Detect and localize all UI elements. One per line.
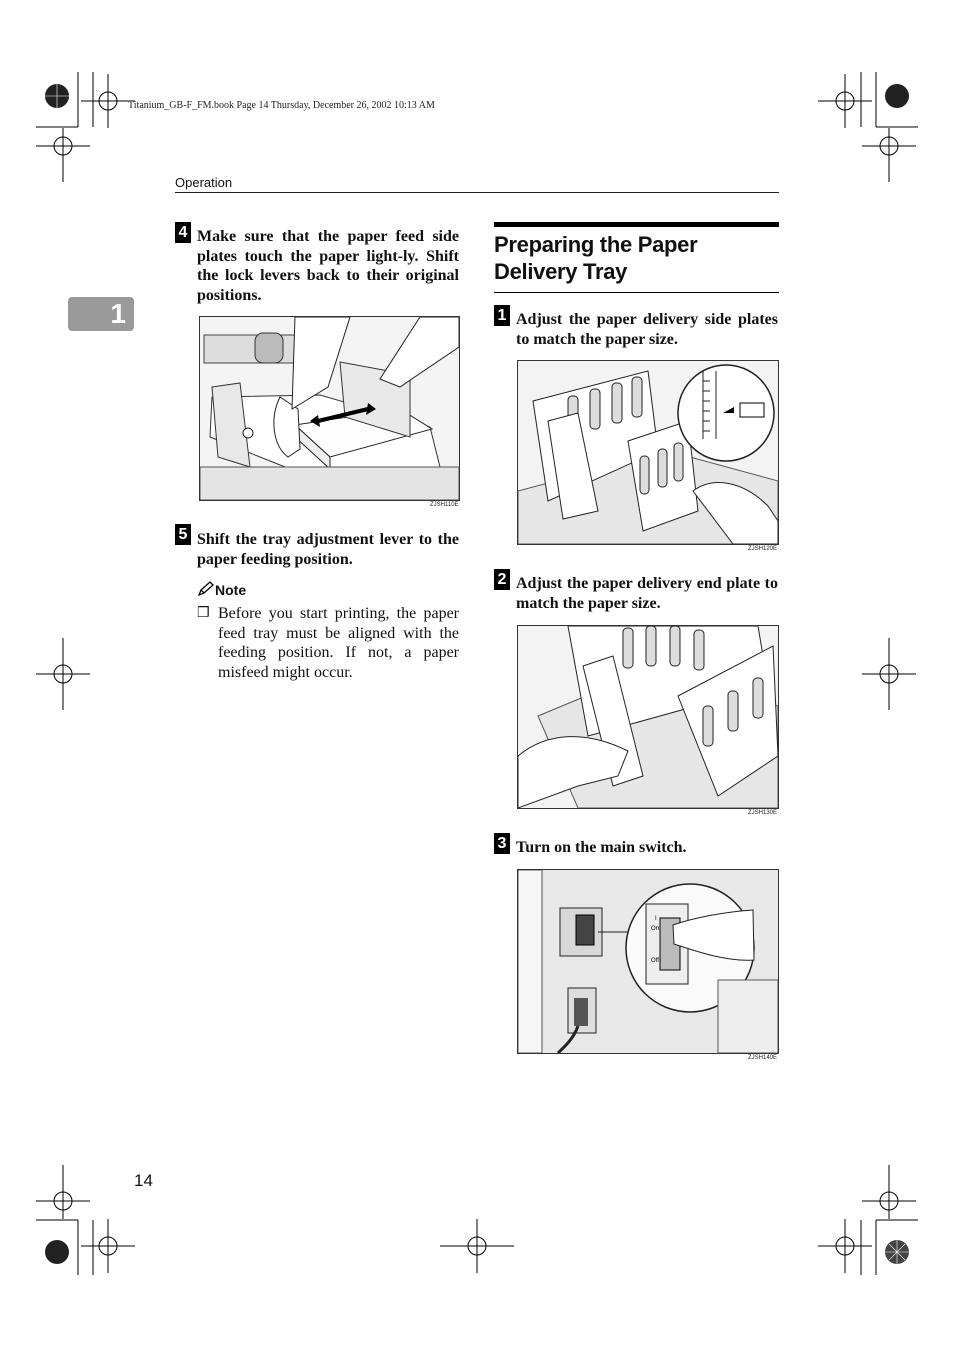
delivery-end-plate-illustration xyxy=(517,625,779,809)
step-5-text: Shift the tray adjustment lever to the p… xyxy=(197,531,459,568)
section-rule-bottom xyxy=(494,292,779,293)
paper-feed-tray-illustration xyxy=(199,316,460,501)
checkbox-bullet-icon: ❒ xyxy=(197,605,210,621)
print-header: Titanium_GB-F_FM.book Page 14 Thursday, … xyxy=(128,100,435,111)
running-head: Operation xyxy=(175,175,233,190)
header-rule xyxy=(175,192,779,193)
step-2-number: 2 xyxy=(494,569,510,590)
figure-code-120: ZJSH120E xyxy=(748,546,778,552)
figure-code-130: ZJSH130E xyxy=(748,810,778,816)
switch-i-label: I xyxy=(655,916,657,922)
note-heading: Note xyxy=(197,581,246,600)
step-3-number: 3 xyxy=(494,833,510,854)
section-rule-top xyxy=(494,222,779,227)
figure-code-140: ZJSH140E xyxy=(748,1055,778,1061)
pencil-icon xyxy=(197,581,214,597)
switch-off-label: Off xyxy=(651,958,659,964)
figure-code-110: ZJSH110E xyxy=(430,502,459,508)
main-switch-illustration: I On Off xyxy=(517,869,779,1054)
step-3-text: Turn on the main switch. xyxy=(516,839,687,856)
section-title: Preparing the Paper Delivery Tray xyxy=(494,232,698,284)
step-2-text: Adjust the paper delivery end plate to m… xyxy=(516,575,778,612)
page-number: 14 xyxy=(134,1171,153,1190)
note-label: Note xyxy=(215,582,247,598)
step-5-number: 5 xyxy=(175,524,191,545)
note-item: ❒ Before you start printing, the paper f… xyxy=(197,604,459,682)
switch-on-label: On xyxy=(651,926,659,932)
note-list: ❒ Before you start printing, the paper f… xyxy=(197,604,459,682)
step-4-text: Make sure that the paper feed side plate… xyxy=(197,228,459,304)
step-1-number: 1 xyxy=(494,305,510,326)
delivery-side-plates-illustration xyxy=(517,360,779,545)
step-1-text: Adjust the paper delivery side plates to… xyxy=(516,311,778,348)
step-4-number: 4 xyxy=(175,222,191,243)
note-item-text: Before you start printing, the paper fee… xyxy=(218,605,459,681)
chapter-number: 1 xyxy=(110,298,126,329)
chapter-tab: 1 xyxy=(68,297,134,331)
